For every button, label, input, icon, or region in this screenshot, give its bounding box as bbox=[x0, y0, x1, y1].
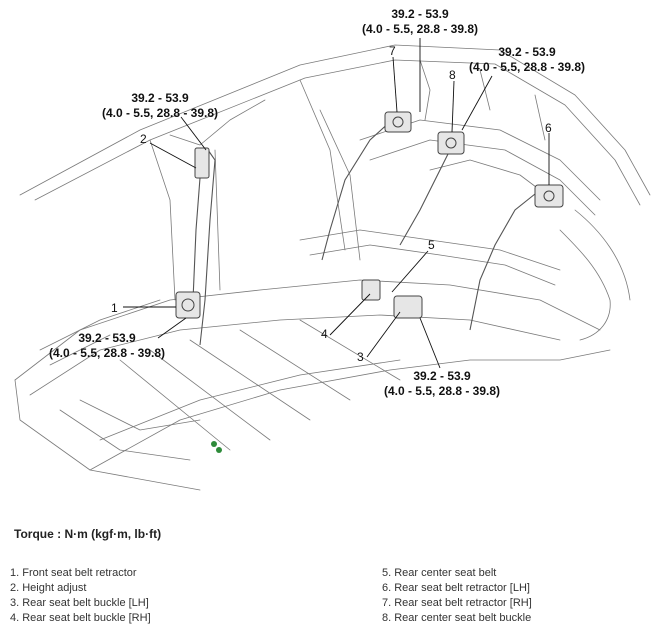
torque-label-upper-left: 39.2 - 53.9 (4.0 - 5.5, 28.8 - 39.8) bbox=[102, 91, 218, 120]
svg-text:(4.0 - 5.5, 28.8 - 39.8): (4.0 - 5.5, 28.8 - 39.8) bbox=[384, 384, 500, 398]
height-adjust-shape bbox=[194, 147, 210, 179]
rear-center-buckle-shape bbox=[437, 131, 465, 155]
rear-retractor-lh-shape bbox=[534, 184, 564, 208]
svg-text:39.2 - 53.9: 39.2 - 53.9 bbox=[78, 331, 136, 345]
svg-text:(4.0 - 5.5, 28.8 - 39.8): (4.0 - 5.5, 28.8 - 39.8) bbox=[469, 60, 585, 74]
legend-item-6: 6. Rear seat belt retractor [LH] bbox=[382, 582, 530, 594]
callout-6: 6 bbox=[545, 121, 552, 135]
torque-label-top-right: 39.2 - 53.9 (4.0 - 5.5, 28.8 - 39.8) bbox=[469, 45, 585, 74]
callout-2: 2 bbox=[140, 132, 147, 146]
leader-lines bbox=[123, 38, 550, 369]
legend-item-2: 2. Height adjust bbox=[10, 582, 87, 594]
rear-buckle-lh-shape bbox=[393, 295, 423, 319]
parts-legend: 1. Front seat belt retractor 2. Height a… bbox=[10, 566, 650, 632]
legend-item-3: 3. Rear seat belt buckle [LH] bbox=[10, 597, 149, 609]
callout-4: 4 bbox=[321, 327, 328, 341]
svg-text:(4.0 - 5.5, 28.8 - 39.8): (4.0 - 5.5, 28.8 - 39.8) bbox=[362, 22, 478, 36]
svg-text:39.2 - 53.9: 39.2 - 53.9 bbox=[131, 91, 189, 105]
seat-belt-diagram: 1 2 3 4 5 6 7 8 39.2 - 53.9 (4.0 - 5.5, … bbox=[14, 7, 651, 491]
torque-label-lower-left: 39.2 - 53.9 (4.0 - 5.5, 28.8 - 39.8) bbox=[49, 331, 165, 360]
rear-belt-webbing bbox=[321, 119, 541, 331]
front-retractor-shape bbox=[175, 291, 201, 319]
svg-text:39.2 - 53.9: 39.2 - 53.9 bbox=[413, 369, 471, 383]
svg-text:(4.0 - 5.5, 28.8 - 39.8): (4.0 - 5.5, 28.8 - 39.8) bbox=[49, 346, 165, 360]
legend-item-8: 8. Rear center seat belt buckle bbox=[382, 612, 532, 624]
torque-label-top-center: 39.2 - 53.9 (4.0 - 5.5, 28.8 - 39.8) bbox=[362, 7, 478, 36]
legend-item-4: 4. Rear seat belt buckle [RH] bbox=[10, 612, 151, 624]
svg-text:39.2 - 53.9: 39.2 - 53.9 bbox=[391, 7, 449, 21]
torque-heading: Torque : N·m (kgf·m, lb·ft) bbox=[14, 527, 162, 541]
legend-item-7: 7. Rear seat belt retractor [RH] bbox=[382, 597, 532, 609]
vehicle-body-outline bbox=[14, 44, 651, 491]
green-marker bbox=[211, 441, 222, 453]
callout-1: 1 bbox=[111, 301, 118, 315]
torque-label-lower-right: 39.2 - 53.9 (4.0 - 5.5, 28.8 - 39.8) bbox=[384, 369, 500, 398]
rear-retractor-rh-shape bbox=[384, 111, 412, 133]
callout-8: 8 bbox=[449, 68, 456, 82]
svg-text:(4.0 - 5.5, 28.8 - 39.8): (4.0 - 5.5, 28.8 - 39.8) bbox=[102, 106, 218, 120]
legend-item-5: 5. Rear center seat belt bbox=[382, 567, 497, 579]
legend-item-1: 1. Front seat belt retractor bbox=[10, 567, 137, 579]
callout-3: 3 bbox=[357, 350, 364, 364]
svg-text:39.2 - 53.9: 39.2 - 53.9 bbox=[498, 45, 556, 59]
callout-5: 5 bbox=[428, 238, 435, 252]
rear-buckle-rh-shape bbox=[361, 279, 381, 301]
callout-7: 7 bbox=[389, 44, 396, 58]
